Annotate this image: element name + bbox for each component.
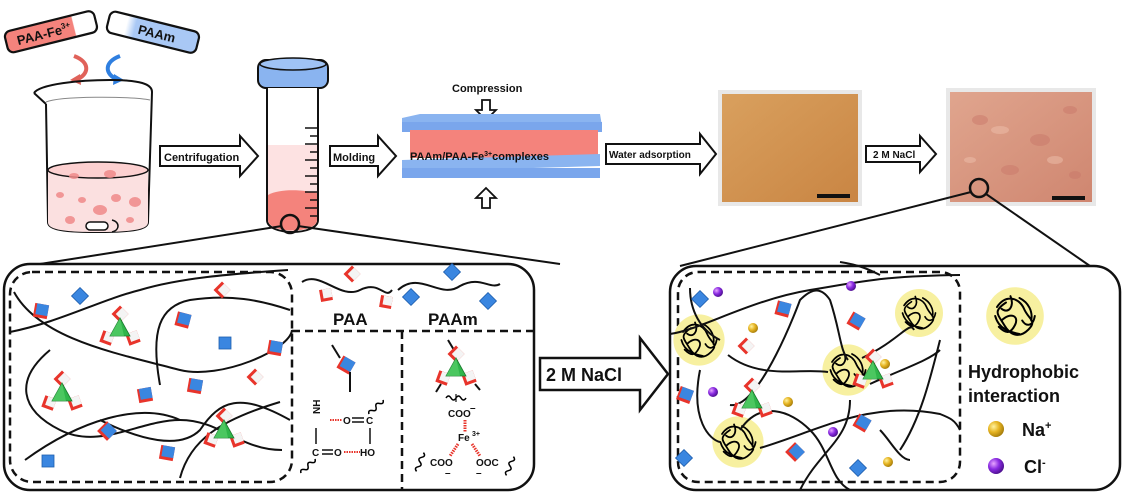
legend-hydrophobic-line1: Hydrophobic bbox=[968, 362, 1079, 382]
compression-label: Compression bbox=[452, 83, 523, 95]
na-ion-icon bbox=[883, 457, 893, 467]
legend-hydrophobic-line2: interaction bbox=[968, 386, 1060, 406]
up-arrow-icon bbox=[473, 186, 499, 209]
compression-mold: Compression PAAm/PAA-Fe3+complexes bbox=[402, 83, 602, 209]
zoom-circle-left bbox=[279, 213, 301, 235]
paa-label: PAA bbox=[333, 310, 368, 329]
legend-cl-label: Cl- bbox=[1024, 457, 1046, 477]
fe-coordination-structure: COO – Fe 3+ COO – OOC – bbox=[413, 394, 517, 479]
svg-text:Centrifugation: Centrifugation bbox=[164, 152, 239, 164]
na-ion-icon bbox=[880, 359, 890, 369]
cl-ion-icon bbox=[713, 287, 723, 297]
na-ion-icon bbox=[748, 323, 758, 333]
svg-text:Fe: Fe bbox=[458, 433, 470, 444]
svg-text:O: O bbox=[343, 416, 351, 427]
legend-na-label: Na+ bbox=[1022, 420, 1051, 440]
stir-bar-icon bbox=[85, 221, 109, 231]
svg-text:OOC: OOC bbox=[476, 458, 499, 469]
svg-text:3+: 3+ bbox=[472, 431, 480, 438]
hydrophobic-domain bbox=[821, 343, 875, 397]
sandwich-label: PAAm/PAA-Fe3+complexes bbox=[410, 151, 549, 163]
centrifugation-arrow: Centrifugation bbox=[159, 133, 260, 179]
legend-cl-icon bbox=[988, 458, 1004, 474]
svg-text:HO: HO bbox=[360, 448, 375, 459]
hydrogel-photo-after bbox=[946, 88, 1096, 206]
network-panel-after: Hydrophobic interaction Na+ Cl- bbox=[668, 261, 1122, 492]
cl-ion-icon bbox=[846, 281, 856, 291]
molding-arrow: Molding bbox=[329, 133, 398, 179]
scale-bar bbox=[817, 194, 850, 198]
nacl-arrow-small: 2 M NaCl bbox=[865, 133, 938, 175]
paam-tube: PAAm bbox=[105, 10, 201, 54]
hydrogen-bond-structure: NH O C C O HO bbox=[298, 397, 386, 476]
na-ion-icon bbox=[783, 397, 793, 407]
legend-hydrophobic-icon bbox=[985, 286, 1045, 346]
cl-ion-icon bbox=[708, 387, 718, 397]
zoom-circle-right bbox=[968, 177, 990, 199]
svg-text:COO: COO bbox=[430, 458, 453, 469]
paam-label: PAAm bbox=[428, 310, 478, 329]
scale-bar bbox=[1052, 196, 1085, 200]
svg-text:2 M NaCl: 2 M NaCl bbox=[873, 150, 915, 161]
nacl-arrow-large: 2 M NaCl bbox=[538, 334, 670, 414]
svg-text:–: – bbox=[470, 403, 476, 414]
svg-text:C: C bbox=[312, 448, 319, 459]
cl-ion-icon bbox=[828, 427, 838, 437]
svg-text:O: O bbox=[334, 448, 342, 459]
svg-text:Molding: Molding bbox=[333, 152, 375, 164]
svg-text:2 M NaCl: 2 M NaCl bbox=[546, 365, 622, 385]
svg-text:–: – bbox=[445, 468, 451, 479]
svg-text:COO: COO bbox=[448, 409, 471, 420]
svg-text:NH: NH bbox=[312, 400, 323, 414]
hydrogel-photo-before bbox=[718, 90, 862, 206]
svg-text:C: C bbox=[366, 416, 373, 427]
paa-fe-tube: PAA-Fe3+ bbox=[3, 10, 99, 54]
centrifuge-tube bbox=[257, 57, 329, 235]
svg-text:Water adsorption: Water adsorption bbox=[609, 150, 691, 161]
network-panel-before: PAA PAAm NH O C C O HO bbox=[2, 262, 536, 492]
legend-na-icon bbox=[988, 421, 1004, 437]
beaker bbox=[33, 78, 154, 234]
water-adsorption-arrow: Water adsorption bbox=[605, 131, 718, 177]
hydrophobic-domain bbox=[711, 415, 765, 469]
svg-text:–: – bbox=[476, 468, 482, 479]
hydrophobic-domain bbox=[894, 288, 944, 338]
